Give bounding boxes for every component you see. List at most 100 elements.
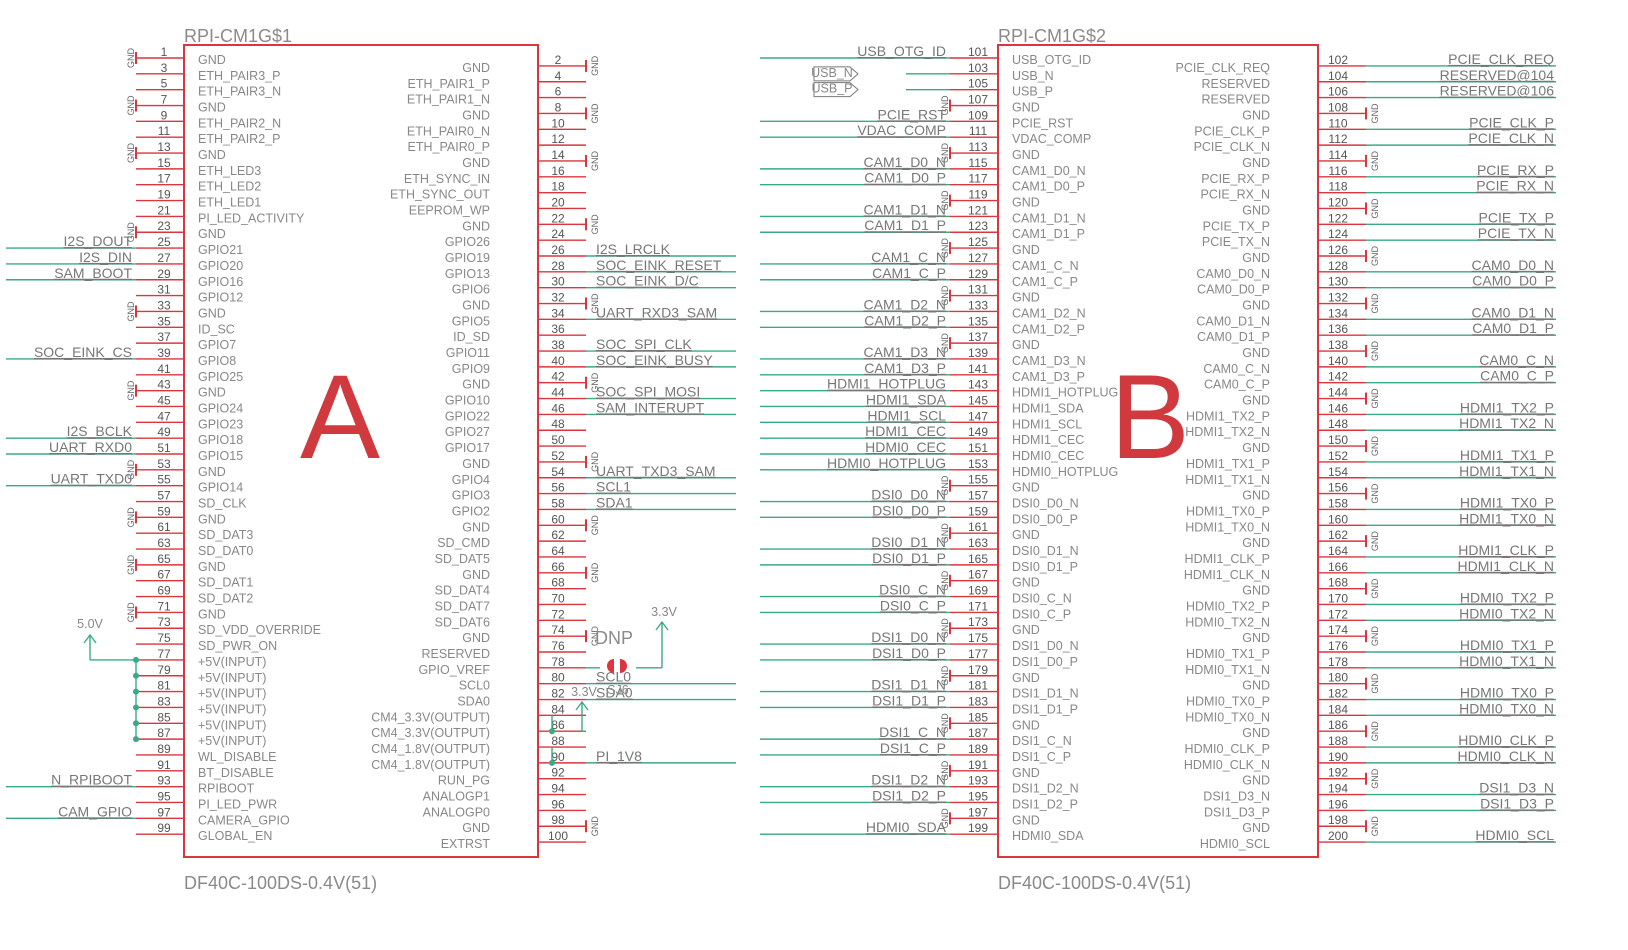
net-left-59: DSI0_D0_P	[760, 502, 950, 518]
net-right-40: CAM0_C_N	[1366, 352, 1556, 368]
pin-name: GND	[1242, 679, 1270, 693]
net-label: DSI1_C_N	[879, 724, 946, 740]
pin-number: 86	[551, 718, 565, 732]
pin-name: DSI1_D1_P	[1012, 702, 1078, 716]
pin-number: 172	[1328, 607, 1348, 621]
ground-label: GND	[590, 626, 600, 647]
pin-name: GPIO5	[452, 314, 490, 328]
net-right-84: HDMI0_TX0_N	[1366, 700, 1556, 716]
connector-letter: B	[1110, 350, 1190, 484]
power-label-5v: 5.0V	[77, 617, 103, 631]
power-arrow	[655, 620, 669, 631]
pin-name: ETH_SYNC_IN	[404, 172, 490, 186]
net-label: DSI1_D3_N	[1479, 780, 1554, 796]
net-right-4: RESERVED@104	[1366, 67, 1556, 83]
pin-number: 140	[1328, 354, 1348, 368]
pin-number: 47	[157, 409, 171, 423]
pin-name: GND	[1012, 338, 1040, 352]
ground-label: GND	[126, 143, 136, 164]
net-right-78: HDMI0_TX1_N	[1366, 653, 1556, 669]
net-left-89: DSI1_C_P	[760, 740, 950, 756]
usb-port-3: USB_N	[811, 66, 950, 82]
ground-label: GND	[1370, 150, 1380, 171]
pin-number: 89	[157, 742, 171, 756]
net-label: HDMI1_HOTPLUG	[827, 376, 946, 392]
net-left-21: CAM1_D1_N	[760, 201, 950, 217]
net-label: CAM_GPIO	[58, 803, 132, 819]
pin-name: GPIO27	[445, 425, 490, 439]
pin-number: 146	[1328, 401, 1348, 415]
pin-number: 107	[968, 93, 988, 107]
pin-name: GND	[1012, 196, 1040, 210]
ground-label: GND	[126, 95, 136, 116]
ground-label: GND	[1370, 293, 1380, 314]
net-label: SOC_EINK_D/C	[596, 273, 699, 289]
net-left-69: DSI0_C_N	[760, 582, 950, 598]
pin-name: CAM1_D1_N	[1012, 211, 1086, 225]
pin-name: GND	[1242, 156, 1270, 170]
ground-label: GND	[590, 293, 600, 314]
pin-name: HDMI0_TX1_N	[1185, 663, 1270, 677]
pin-number: 200	[1328, 829, 1348, 843]
pin-name: +5V(INPUT)	[198, 671, 266, 685]
pin-name: GPIO10	[445, 394, 490, 408]
pin-name: VDAC_COMP	[1012, 132, 1091, 146]
net-label: HDMI1_TX0_N	[1459, 510, 1554, 526]
net-left-39: CAM1_D3_N	[760, 344, 950, 360]
net-right-12: PCIE_CLK_N	[1366, 130, 1556, 146]
net-label: DSI0_D0_P	[872, 502, 946, 518]
net-right-16: PCIE_RX_P	[1366, 162, 1556, 178]
pin-name: PCIE_CLK_N	[1194, 140, 1270, 154]
net-label: DSI1_D2_P	[872, 787, 946, 803]
pin-name: GND	[198, 512, 226, 526]
pin-name: CM4_3.3V(OUTPUT)	[371, 726, 490, 740]
junction-dot	[133, 672, 139, 679]
net-label: CAM1_C_P	[872, 265, 946, 281]
pin-name: GND	[1242, 203, 1270, 217]
pin-number: 26	[551, 243, 565, 257]
ground-label: GND	[1370, 816, 1380, 837]
pin-name: GND	[1012, 671, 1040, 685]
net-left-45: HDMI1_SDA	[760, 391, 950, 407]
pin-name: GND	[462, 219, 490, 233]
pin-number: 2	[555, 53, 562, 67]
pin-number: 124	[1328, 227, 1348, 241]
pin-number: 134	[1328, 306, 1348, 320]
net-label: CAM1_D3_N	[864, 344, 946, 360]
net-right-30: CAM0_D0_P	[1366, 273, 1556, 289]
net-right-76: HDMI0_TX1_P	[1366, 637, 1556, 653]
pin-name: HDMI0_CLK_P	[1185, 742, 1270, 756]
pin-name: GND	[1242, 536, 1270, 550]
net-label: I2S_BCLK	[67, 423, 133, 439]
port-symbol	[813, 82, 859, 98]
net-label: PCIE_CLK_N	[1468, 130, 1554, 146]
pin-number: 156	[1328, 481, 1348, 495]
pin-number: 181	[968, 679, 988, 693]
net-label: HDMI0_TX0_P	[1460, 685, 1554, 701]
net-left-83: DSI1_D1_P	[760, 692, 950, 708]
net-right-6: RESERVED@106	[1366, 83, 1556, 99]
pin-name: GPIO20	[198, 259, 243, 273]
pin-number: 176	[1328, 639, 1348, 653]
pin-number: 138	[1328, 338, 1348, 352]
net-label: CAM1_D2_P	[864, 312, 946, 328]
pin-name: HDMI0_TX2_P	[1186, 599, 1270, 613]
